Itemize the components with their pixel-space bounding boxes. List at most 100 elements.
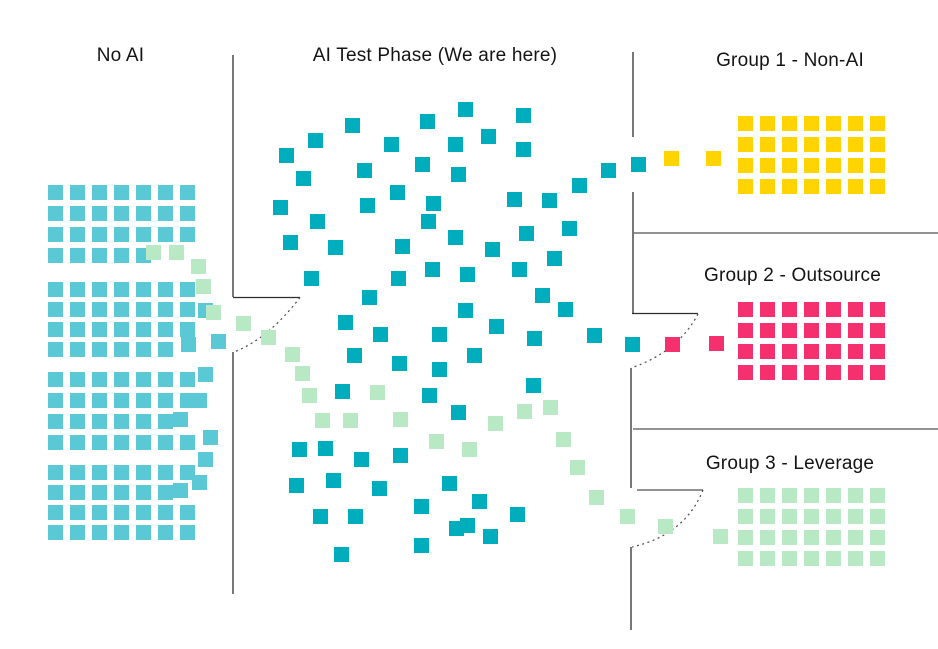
- group1-grid-square: [826, 137, 841, 152]
- section-title-group1-non-ai: Group 1 - Non-AI: [716, 50, 864, 71]
- group2-grid-square: [738, 344, 753, 359]
- group2-grid-square: [804, 365, 819, 380]
- group1-grid-square: [804, 179, 819, 194]
- test-phase-scatter-green-square: [429, 434, 444, 449]
- test-phase-scatter-teal-square: [432, 327, 447, 342]
- no-ai-block-3-square: [48, 414, 63, 429]
- no-ai-block-4-square: [136, 465, 151, 480]
- group1-grid-square: [738, 137, 753, 152]
- no-ai-exit-trail-cyan-square: [181, 337, 196, 352]
- group2-grid-square: [760, 365, 775, 380]
- no-ai-block-2-square: [92, 302, 107, 317]
- test-phase-scatter-green-square: [315, 413, 330, 428]
- no-ai-exit-trail-green-square: [169, 245, 184, 260]
- group3-grid-square: [760, 551, 775, 566]
- test-phase-scatter-teal-square: [507, 192, 522, 207]
- no-ai-block-2-square: [136, 342, 151, 357]
- test-phase-scatter-teal-square: [458, 303, 473, 318]
- no-ai-block-3-square: [180, 435, 195, 450]
- group1-grid-square: [760, 179, 775, 194]
- test-phase-scatter-teal-square: [542, 193, 557, 208]
- no-ai-block-2-square: [114, 282, 129, 297]
- no-ai-block-3-square: [70, 372, 85, 387]
- no-ai-block-2-square: [114, 302, 129, 317]
- group3-grid-square: [782, 509, 797, 524]
- no-ai-block-4-square: [114, 465, 129, 480]
- group1-grid-square: [738, 158, 753, 173]
- test-phase-scatter-teal-square: [313, 509, 328, 524]
- test-phase-scatter-teal-square: [348, 509, 363, 524]
- test-phase-scatter-green-square: [370, 385, 385, 400]
- group1-grid-square: [760, 116, 775, 131]
- group2-grid-square: [738, 365, 753, 380]
- test-phase-scatter-teal-square: [472, 494, 487, 509]
- no-ai-exit-trail-green-square: [191, 259, 206, 274]
- group1-grid-square: [804, 158, 819, 173]
- group2-grid-square: [848, 344, 863, 359]
- group1-grid-square: [826, 116, 841, 131]
- group2-grid-square: [782, 302, 797, 317]
- group1-grid-square: [870, 137, 885, 152]
- group2-trail-teal-square: [625, 337, 640, 352]
- test-phase-scatter-teal-square: [516, 108, 531, 123]
- test-phase-scatter-teal-square: [467, 348, 482, 363]
- no-ai-block-4-square: [48, 485, 63, 500]
- test-phase-scatter-teal-square: [279, 148, 294, 163]
- test-phase-scatter-teal-square: [451, 167, 466, 182]
- test-phase-scatter-teal-square: [326, 473, 341, 488]
- no-ai-exit-trail-green-square: [146, 245, 161, 260]
- no-ai-block-3-square: [136, 435, 151, 450]
- test-phase-scatter-green-square: [295, 366, 310, 381]
- no-ai-block-4-square: [136, 505, 151, 520]
- no-ai-block-3-square: [48, 393, 63, 408]
- test-phase-scatter-teal-square: [354, 452, 369, 467]
- group2-grid-square: [826, 302, 841, 317]
- test-phase-scatter-teal-square: [292, 442, 307, 457]
- test-phase-scatter-teal-square: [426, 196, 441, 211]
- test-phase-scatter-teal-square: [483, 529, 498, 544]
- section-title-group2-outsource: Group 2 - Outsource: [704, 265, 881, 286]
- no-ai-block-4-square: [92, 465, 107, 480]
- group1-grid-square: [826, 158, 841, 173]
- no-ai-block-1-square: [114, 185, 129, 200]
- group3-grid-square: [826, 530, 841, 545]
- no-ai-block-4-square: [92, 525, 107, 540]
- test-phase-scatter-teal-square: [527, 331, 542, 346]
- no-ai-block-2-square: [136, 282, 151, 297]
- test-phase-scatter-teal-square: [421, 214, 436, 229]
- group1-trail-teal-square: [572, 178, 587, 193]
- no-ai-block-3-square: [136, 414, 151, 429]
- no-ai-block-2-square: [48, 342, 63, 357]
- test-phase-scatter-teal-square: [395, 239, 410, 254]
- no-ai-block-1-square: [180, 206, 195, 221]
- no-ai-block-2-square: [48, 282, 63, 297]
- no-ai-block-2-square: [92, 282, 107, 297]
- no-ai-block-1-square: [92, 185, 107, 200]
- group1-grid-square: [804, 116, 819, 131]
- test-phase-scatter-teal-square: [338, 315, 353, 330]
- group3-grid-square: [870, 509, 885, 524]
- no-ai-block-1-square: [92, 227, 107, 242]
- no-ai-block-3-square: [92, 414, 107, 429]
- no-ai-block-1-square: [48, 206, 63, 221]
- no-ai-block-2-square: [48, 322, 63, 337]
- group1-grid-square: [870, 116, 885, 131]
- test-phase-scatter-teal-square: [562, 221, 577, 236]
- no-ai-exit-trail-cyan-square: [198, 452, 213, 467]
- test-phase-scatter-teal-square: [414, 538, 429, 553]
- test-phase-scatter-teal-square: [362, 290, 377, 305]
- no-ai-exit-trail-green-square: [196, 279, 211, 294]
- no-ai-block-3-square: [114, 393, 129, 408]
- no-ai-exit-trail-green-square: [206, 305, 221, 320]
- no-ai-block-2-square: [70, 342, 85, 357]
- test-phase-scatter-teal-square: [283, 235, 298, 250]
- test-phase-scatter-teal-square: [384, 137, 399, 152]
- no-ai-block-2-square: [158, 302, 173, 317]
- no-ai-block-4-square: [114, 505, 129, 520]
- group3-grid-square: [782, 530, 797, 545]
- test-phase-scatter-teal-square: [448, 230, 463, 245]
- group3-grid-square: [848, 509, 863, 524]
- group1-grid-square: [782, 137, 797, 152]
- no-ai-block-4-square: [180, 505, 195, 520]
- no-ai-block-4-square: [48, 525, 63, 540]
